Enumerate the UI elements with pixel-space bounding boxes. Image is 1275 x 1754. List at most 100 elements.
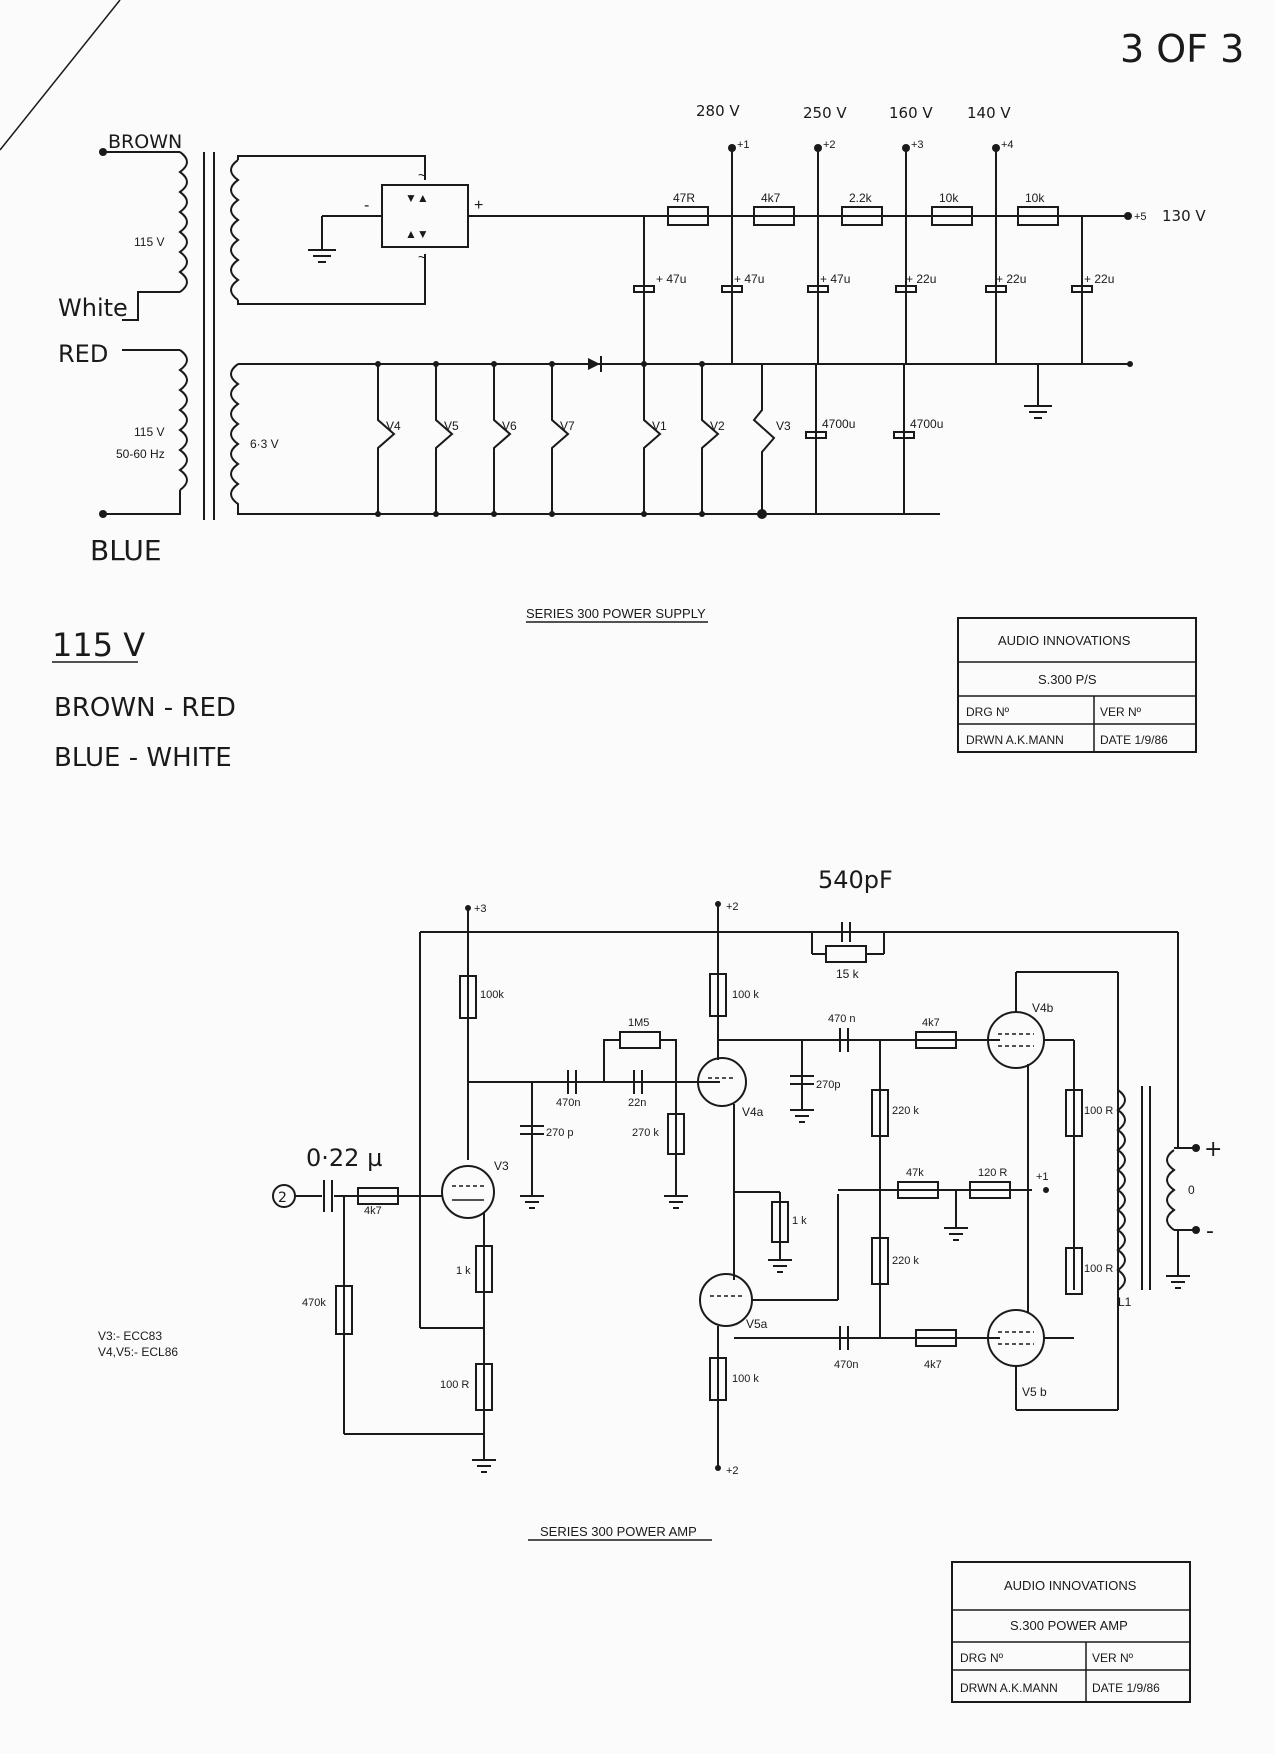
tb-ps-ver: VER Nº bbox=[1100, 705, 1142, 719]
v3-anode-load: 100k bbox=[480, 989, 504, 1001]
output-minus-label: - bbox=[1206, 1219, 1214, 1244]
wire-white-label: White bbox=[58, 294, 128, 322]
transformer-label-l1: L1 bbox=[1118, 1295, 1132, 1309]
v5a-cathode-100k: 100 k bbox=[732, 1373, 759, 1385]
title-block-power-supply: AUDIO INNOVATIONS S.300 P/S DRG Nº VER N… bbox=[957, 617, 1197, 753]
supply-node-plus2-top: +2 bbox=[726, 901, 739, 913]
cap-label-4: + 22u bbox=[906, 272, 936, 286]
resistor-label-5: 10k bbox=[1025, 191, 1045, 205]
title-block-power-amp: AUDIO INNOVATIONS S.300 POWER AMP DRG Nº… bbox=[951, 1561, 1191, 1703]
output-zero-label: 0 bbox=[1188, 1183, 1195, 1197]
primary-voltage-bottom: 115 V bbox=[134, 425, 164, 439]
resistor-label-3: 2.2k bbox=[849, 191, 873, 205]
coupling-cap-22n: 22n bbox=[628, 1097, 646, 1109]
heater-label-v1: V1 bbox=[652, 419, 667, 433]
reservoir-cap-2: 4700u bbox=[910, 417, 943, 431]
bias-res-220k-top: 220 k bbox=[892, 1105, 919, 1117]
valve-label-v5b: V5 b bbox=[1022, 1385, 1047, 1399]
resistor-label-4: 10k bbox=[939, 191, 959, 205]
input-cap-label: 0·22 µ bbox=[306, 1144, 382, 1172]
svg-text:~: ~ bbox=[418, 249, 426, 265]
heater-label-v6: V6 bbox=[502, 419, 517, 433]
screen-res-100r-top: 100 R bbox=[1084, 1105, 1113, 1117]
valve-types-2: V4,V5:- ECL86 bbox=[98, 1345, 178, 1359]
bias-res-220k-bottom: 220 k bbox=[892, 1255, 919, 1267]
reservoir-cap-1: 4700u bbox=[822, 417, 855, 431]
secondary-ht-winding bbox=[230, 155, 426, 305]
diode bbox=[588, 358, 600, 370]
res-270k: 270 k bbox=[632, 1127, 659, 1139]
notes-heading: 115 V bbox=[52, 626, 145, 664]
output-plus-label: + bbox=[1204, 1137, 1222, 1162]
coupling-cap-470n-bottom: 470n bbox=[834, 1359, 858, 1371]
cap-270p-b: 270p bbox=[816, 1079, 840, 1091]
cap-label-1: + 47u bbox=[656, 272, 686, 286]
input-res-470k: 470k bbox=[302, 1297, 326, 1309]
screen-res-100r-bottom: 100 R bbox=[1084, 1263, 1113, 1275]
valve-label-v5a: V5a bbox=[746, 1317, 768, 1331]
cap-270p-a: 270 p bbox=[546, 1127, 574, 1139]
tb-ps-drawn: DRWN A.K.MANN bbox=[966, 733, 1064, 747]
res-1m5: 1M5 bbox=[628, 1017, 649, 1029]
page-fold bbox=[0, 0, 121, 151]
cap-label-6: + 22u bbox=[1084, 272, 1114, 286]
heater-label-v5: V5 bbox=[444, 419, 459, 433]
wire-blue-label: BLUE bbox=[90, 534, 162, 567]
supply-node-plus1: +1 bbox=[1036, 1171, 1049, 1183]
resistor-label-1: 47R bbox=[673, 191, 695, 205]
heater-voltage: 6·3 V bbox=[250, 437, 279, 451]
wire-brown-label: BROWN bbox=[108, 131, 182, 153]
supply-node-plus2-bottom: +2 bbox=[726, 1465, 739, 1477]
coupling-cap-470n: 470n bbox=[556, 1097, 580, 1109]
bias-res-47k: 47k bbox=[906, 1167, 924, 1179]
output-transformer-primary bbox=[1116, 1089, 1126, 1291]
valve-label-v3: V3 bbox=[494, 1159, 509, 1173]
cap-label-3: + 47u bbox=[820, 272, 850, 286]
output-voltage: 130 V bbox=[1162, 207, 1206, 225]
tb-ps-drg: DRG Nº bbox=[966, 705, 1010, 719]
rail-node-4: +4 bbox=[1001, 139, 1014, 151]
tb-amp-drg: DRG Nº bbox=[960, 1651, 1004, 1665]
v3-cathode-100r: 100 R bbox=[440, 1379, 469, 1391]
tb-amp-company: AUDIO INNOVATIONS bbox=[1004, 1578, 1137, 1593]
valve-v4a bbox=[697, 1057, 747, 1107]
output-transformer-secondary bbox=[1166, 1149, 1176, 1231]
tb-amp-ver: VER Nº bbox=[1092, 1651, 1134, 1665]
primary-voltage-top: 115 V bbox=[134, 235, 164, 249]
svg-text:~: ~ bbox=[418, 167, 426, 183]
page-number: 3 OF 3 bbox=[1120, 27, 1244, 71]
svg-text:▼▲: ▼▲ bbox=[405, 191, 429, 205]
input-node-label: 2 bbox=[278, 1190, 287, 1206]
power-supply-schematic: ▼▲ ▲▼ ~ ~ - + 47R 4k7 2.2k 10k 10k +1 bbox=[58, 102, 1206, 623]
power-amp-schematic: 540pF 15 k +3 100k 470n 22n 1M5 bbox=[98, 866, 1222, 1541]
wire-red-label: RED bbox=[58, 340, 108, 368]
wiring-notes: 115 V BROWN - RED BLUE - WHITE bbox=[52, 626, 236, 773]
rail-node-2: +2 bbox=[823, 139, 836, 151]
svg-text:▲▼: ▲▼ bbox=[405, 227, 429, 241]
tb-amp-date: DATE 1/9/86 bbox=[1092, 1681, 1160, 1695]
bias-res-120r: 120 R bbox=[978, 1167, 1007, 1179]
cap-label-2: + 47u bbox=[734, 272, 764, 286]
notes-line-1: BROWN - RED bbox=[54, 693, 236, 723]
notes-line-2: BLUE - WHITE bbox=[54, 743, 232, 773]
primary-winding-top bbox=[103, 151, 188, 321]
v3-cathode-1k: 1 k bbox=[456, 1265, 471, 1277]
tb-ps-date: DATE 1/9/86 bbox=[1100, 733, 1168, 747]
coupling-cap-470n-top: 470 n bbox=[828, 1013, 856, 1025]
tb-amp-drawn: DRWN A.K.MANN bbox=[960, 1681, 1058, 1695]
primary-frequency: 50-60 Hz bbox=[116, 447, 165, 461]
bridge-minus-label: - bbox=[364, 197, 369, 214]
valve-label-v4a: V4a bbox=[742, 1105, 764, 1119]
valve-types-1: V3:- ECC83 bbox=[98, 1329, 162, 1343]
grid-stopper-top: 4k7 bbox=[922, 1017, 940, 1029]
bridge-plus-label: + bbox=[474, 197, 483, 214]
heater-label-v3: V3 bbox=[776, 419, 791, 433]
power-supply-title: SERIES 300 POWER SUPPLY bbox=[526, 606, 706, 621]
rail-node-1: +1 bbox=[737, 139, 750, 151]
rail-voltage-1: 280 V bbox=[696, 102, 740, 120]
valve-v3 bbox=[441, 1165, 495, 1219]
heater-label-v4: V4 bbox=[386, 419, 401, 433]
heater-label-v2: V2 bbox=[710, 419, 725, 433]
tb-amp-drawing: S.300 POWER AMP bbox=[1010, 1618, 1128, 1633]
